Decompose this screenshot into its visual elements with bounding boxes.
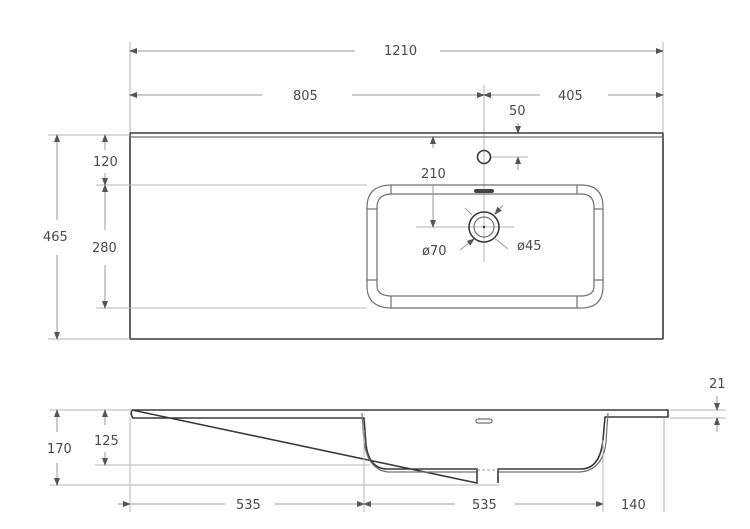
label-bowl-height: 125 xyxy=(94,434,119,449)
label-rim-thickness: 21 xyxy=(709,377,726,392)
label-bowl-depth: 280 xyxy=(92,241,117,256)
dimension-rim-thickness: 21 xyxy=(709,377,726,432)
tap-hole xyxy=(476,149,492,165)
dimension-bowl-to-drain: 210 xyxy=(421,136,446,228)
label-tap-offset: 50 xyxy=(509,104,526,119)
side-view: 170 125 21 535 535 140 xyxy=(47,377,726,513)
dimension-tap-offset: 50 xyxy=(490,104,528,170)
dimension-bowl-height: 125 xyxy=(94,409,119,466)
label-right-section: 405 xyxy=(558,89,583,104)
dimension-overall-width: 1210 xyxy=(129,44,664,59)
label-drain-inner: ø45 xyxy=(517,239,542,254)
dimension-overall-depth: 465 xyxy=(43,134,68,340)
top-view: 1210 805 405 50 xyxy=(43,42,664,340)
dimension-right-section: 405 xyxy=(483,89,664,104)
label-bowl-width: 535 xyxy=(472,498,497,513)
drain: ø70 ø45 xyxy=(416,200,542,262)
label-total-height: 170 xyxy=(47,442,72,457)
bowl-outline xyxy=(366,184,604,309)
dimension-front-to-bowl: 120 xyxy=(93,134,118,186)
label-side-left: 535 xyxy=(236,498,261,513)
dimension-side-left: 535 xyxy=(118,498,365,513)
label-side-right: 140 xyxy=(621,498,646,513)
dimension-bowl-width: 535 xyxy=(363,498,604,513)
dimension-side-right: 140 xyxy=(621,498,646,513)
side-profile xyxy=(130,409,669,484)
label-bowl-to-drain: 210 xyxy=(421,167,446,182)
dimension-left-section: 805 xyxy=(129,89,485,104)
dimension-bowl-depth: 280 xyxy=(92,184,117,309)
label-front-to-bowl: 120 xyxy=(93,155,118,170)
label-drain-outer: ø70 xyxy=(422,244,447,259)
label-overall-width: 1210 xyxy=(384,44,417,59)
dimension-total-height: 170 xyxy=(47,409,72,486)
label-left-section: 805 xyxy=(293,89,318,104)
label-overall-depth: 465 xyxy=(43,230,68,245)
countertop-outline xyxy=(129,132,664,340)
